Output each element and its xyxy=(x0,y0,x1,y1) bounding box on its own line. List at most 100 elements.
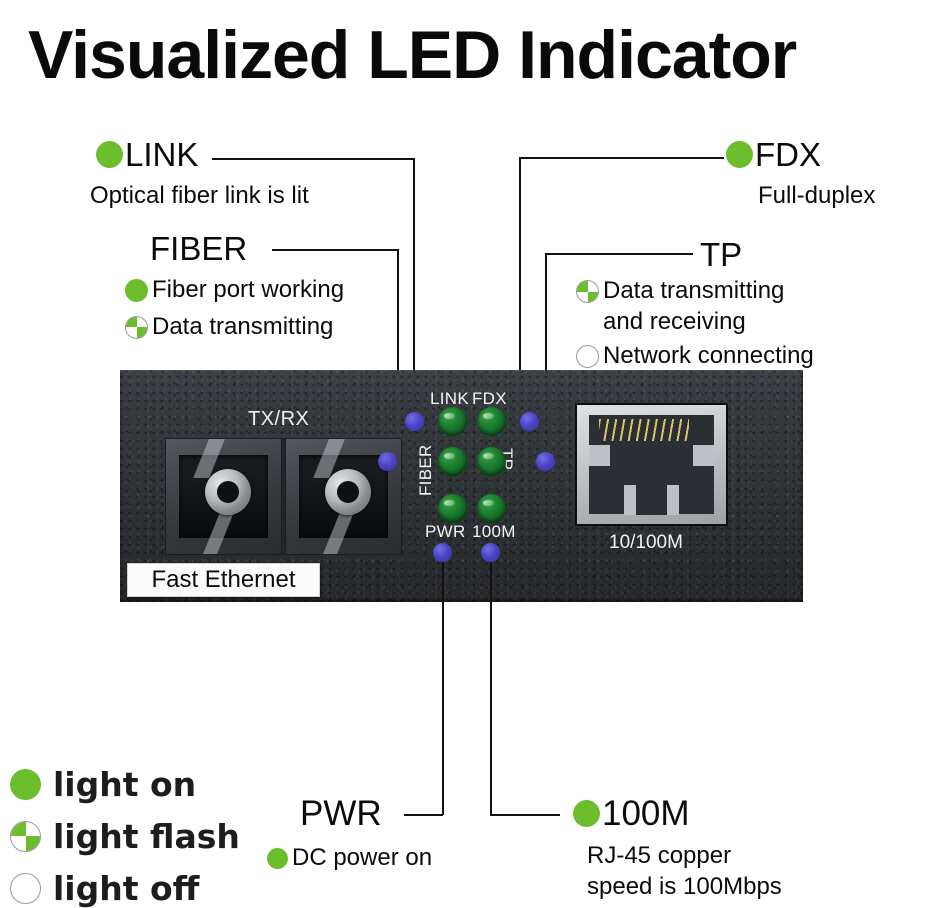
callout-tp: TP xyxy=(700,238,742,271)
leader-fdx-horizontal xyxy=(519,157,724,159)
led-label-fiber: FIBER xyxy=(416,444,435,496)
callout-fiber-item-0: Fiber port working xyxy=(125,275,344,306)
callout-100m-title: 100M xyxy=(602,794,690,833)
media-converter-front-panel: TX/RX Fast Ethernet LINK FDX FIBER TP PW… xyxy=(120,370,803,602)
rj45-notch-right xyxy=(692,444,714,467)
callout-link-header: LINK xyxy=(96,138,309,171)
leader-fiber-horizontal xyxy=(272,249,398,251)
marker-link xyxy=(405,412,424,431)
callout-100m-line2: speed is 100Mbps xyxy=(587,872,782,900)
marker-fiber xyxy=(378,452,397,471)
callout-pwr-desc-row: DC power on xyxy=(267,843,432,874)
led-label-pwr: PWR xyxy=(425,522,466,541)
sc-port-tx[interactable] xyxy=(165,438,282,555)
led-label-link: LINK xyxy=(430,389,469,408)
sc-port-rx-ferrule xyxy=(325,468,372,515)
callout-tp-item-0-line1: Data transmitting xyxy=(603,277,785,304)
callout-100m-desc: RJ-45 copper speed is 100Mbps xyxy=(587,841,782,902)
leader-pwr-horizontal xyxy=(404,814,443,816)
marker-tp xyxy=(536,452,555,471)
callout-link-desc: Optical fiber link is lit xyxy=(90,182,309,209)
rj45-opening xyxy=(589,415,714,515)
leader-pwr-vertical xyxy=(442,562,444,815)
rj45-port[interactable] xyxy=(575,403,728,526)
led-flash-icon xyxy=(10,820,41,852)
txrx-label: TX/RX xyxy=(248,408,310,430)
leader-tp-vertical xyxy=(545,253,547,461)
leader-fiber-vertical xyxy=(397,249,399,462)
rj45-contact-pins xyxy=(599,418,689,441)
callout-fiber-item-1-text: Data transmitting xyxy=(152,312,334,340)
legend-item-light-flash: light flash xyxy=(10,810,240,862)
callout-tp-items: Data transmitting and receiving Network … xyxy=(576,276,814,372)
callout-tp-item-0-line2: and receiving xyxy=(603,307,746,335)
leader-link-horizontal xyxy=(212,158,415,160)
callout-fdx: FDX Full-duplex xyxy=(726,138,875,212)
legend-label-light-on: light on xyxy=(53,764,197,804)
callout-fiber-title: FIBER xyxy=(150,230,248,267)
leader-tp-horizontal xyxy=(545,253,693,255)
callout-fiber-header: FIBER xyxy=(150,232,344,265)
callout-pwr-desc: DC power on xyxy=(292,844,433,871)
rj45-speed-label: 10/100M xyxy=(609,532,683,553)
callout-fiber-item-0-text: Fiber port working xyxy=(152,276,345,303)
led-100m xyxy=(477,494,506,523)
led-flash-icon xyxy=(576,280,599,303)
leader-100m-vertical xyxy=(490,562,492,815)
callout-fdx-desc-row: Full-duplex xyxy=(758,181,875,212)
callout-tp-item-1-line1: Network connecting xyxy=(603,342,814,370)
callout-link: LINK Optical fiber link is lit xyxy=(90,138,309,212)
callout-link-title: LINK xyxy=(125,136,199,173)
led-label-100m: 100M xyxy=(472,522,516,541)
callout-tp-header: TP xyxy=(700,238,742,271)
led-on-icon xyxy=(726,141,753,168)
callout-tp-item-0: Data transmitting and receiving xyxy=(576,276,814,337)
marker-100m xyxy=(481,543,500,562)
led-on-icon xyxy=(96,141,123,168)
marker-pwr xyxy=(433,543,452,562)
led-state-legend: light on light flash light off xyxy=(10,758,240,908)
callout-fdx-title: FDX xyxy=(755,136,821,173)
leader-fdx-vertical xyxy=(519,157,521,421)
led-pwr xyxy=(438,494,467,523)
led-on-icon xyxy=(10,768,41,800)
fast-ethernet-label: Fast Ethernet xyxy=(127,563,320,597)
callout-link-desc-row: Optical fiber link is lit xyxy=(90,181,309,212)
callout-pwr-header: PWR xyxy=(300,796,432,831)
callout-tp-title: TP xyxy=(700,236,743,273)
led-on-icon xyxy=(573,800,600,827)
callout-fiber-item-1: Data transmitting xyxy=(125,312,344,343)
led-label-fdx: FDX xyxy=(472,389,507,408)
callout-fdx-header: FDX xyxy=(726,138,875,171)
sc-port-tx-ferrule xyxy=(205,468,252,515)
led-tp xyxy=(477,447,506,476)
marker-fdx xyxy=(520,412,539,431)
legend-label-light-flash: light flash xyxy=(53,816,240,856)
callout-tp-item-1: Network connecting xyxy=(576,341,814,372)
led-on-icon xyxy=(267,847,288,869)
led-off-icon xyxy=(576,345,599,369)
rj45-notch-left xyxy=(589,444,611,467)
leader-link-vertical xyxy=(413,158,415,421)
callout-100m-line1: RJ-45 copper xyxy=(587,842,732,869)
led-flash-icon xyxy=(125,315,148,339)
callout-fiber: FIBER Fiber port working Data transmitti… xyxy=(125,232,344,342)
callout-pwr: PWR DC power on xyxy=(267,796,432,874)
callout-100m-header: 100M xyxy=(573,796,782,831)
sc-fiber-port-pair[interactable] xyxy=(165,438,402,555)
led-on-icon xyxy=(125,278,148,302)
legend-item-light-on: light on xyxy=(10,758,240,810)
leader-100m-horizontal xyxy=(490,814,560,816)
led-off-icon xyxy=(10,872,41,904)
callout-tp-item-0-text: Data transmitting and receiving xyxy=(603,276,784,337)
page-title: Visualized LED Indicator xyxy=(28,17,797,93)
led-fdx xyxy=(477,407,506,436)
legend-item-light-off: light off xyxy=(10,862,240,908)
led-fiber xyxy=(438,447,467,476)
sc-port-rx[interactable] xyxy=(285,438,402,555)
legend-label-light-off: light off xyxy=(53,868,200,908)
rj45-latch-slot xyxy=(624,485,679,515)
callout-100m: 100M RJ-45 copper speed is 100Mbps xyxy=(573,796,782,902)
callout-pwr-title: PWR xyxy=(300,794,382,833)
